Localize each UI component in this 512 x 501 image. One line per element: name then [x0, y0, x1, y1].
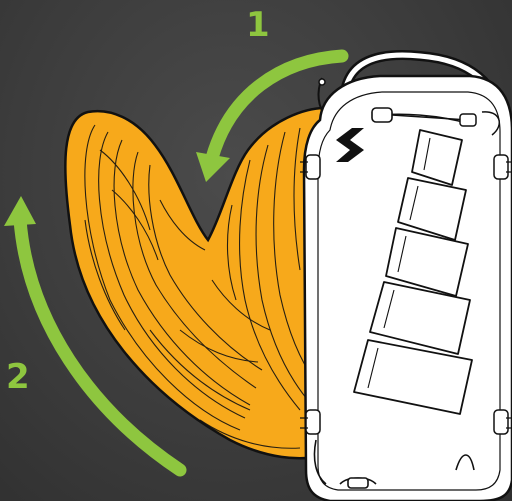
- step-number-2: 2: [6, 360, 30, 394]
- step-number-1: 1: [246, 8, 270, 42]
- avalanche-backpack-icon: [300, 55, 512, 501]
